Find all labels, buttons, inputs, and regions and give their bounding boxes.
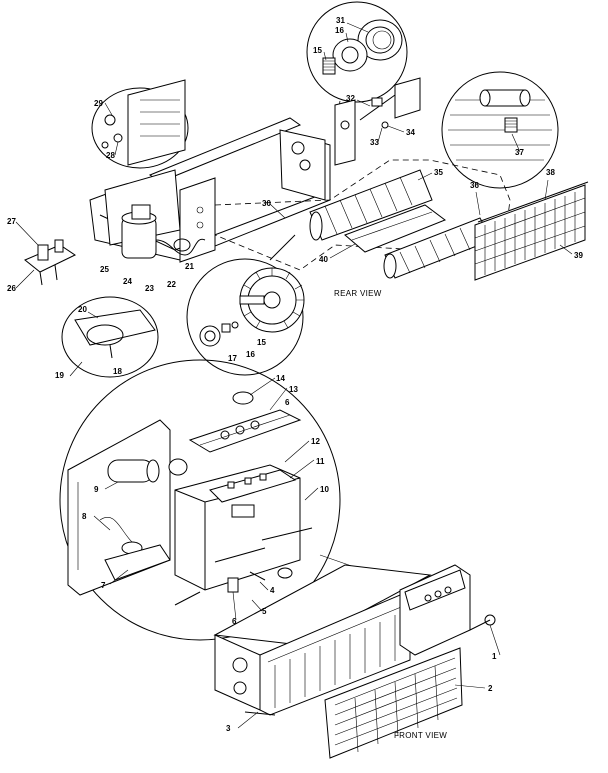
callout-3: 3 — [226, 724, 231, 733]
gasket-detail-circle — [61, 296, 159, 378]
terminal-block — [24, 239, 77, 286]
callout-4: 4 — [270, 586, 275, 595]
blower-bearing-detail-circle — [306, 1, 408, 103]
callout-9: 9 — [94, 485, 99, 494]
front-view-unit — [213, 564, 496, 759]
callout-15-top: 15 — [313, 46, 322, 55]
callout-28: 28 — [106, 151, 115, 160]
callout-36: 36 — [470, 181, 479, 190]
callout-16-hub: 16 — [246, 350, 255, 359]
blower-wheel-lower — [383, 217, 493, 279]
callout-19: 19 — [55, 371, 64, 380]
callout-2: 2 — [488, 684, 493, 693]
control-box-detail-circle — [59, 359, 341, 641]
callout-14: 14 — [276, 374, 285, 383]
callout-30: 30 — [262, 199, 271, 208]
leader-lines — [15, 22, 573, 729]
callout-13: 13 — [289, 385, 298, 394]
callout-21: 21 — [185, 262, 194, 271]
callout-7: 7 — [101, 581, 106, 590]
callout-27: 27 — [7, 217, 16, 226]
callout-6-keypad: 6 — [285, 398, 290, 407]
callout-22: 22 — [167, 280, 176, 289]
callout-16-top: 16 — [335, 26, 344, 35]
callout-26: 26 — [7, 284, 16, 293]
callout-34: 34 — [406, 128, 415, 137]
fan-hub-detail-circle — [186, 258, 305, 376]
front-view-caption: FRONT VIEW — [394, 731, 447, 740]
chassis-rear-assembly — [89, 117, 511, 271]
callout-8: 8 — [82, 512, 87, 521]
callout-29: 29 — [94, 99, 103, 108]
blower-wheel-upper — [309, 169, 433, 241]
callout-39: 39 — [574, 251, 583, 260]
shaft-detail-circle — [441, 71, 559, 189]
callout-31: 31 — [336, 16, 345, 25]
callout-25: 25 — [100, 265, 109, 274]
scroll-housing — [344, 204, 447, 253]
callout-18: 18 — [113, 367, 122, 376]
callout-12: 12 — [311, 437, 320, 446]
callout-20: 20 — [78, 305, 87, 314]
callout-1: 1 — [492, 652, 497, 661]
callout-33: 33 — [370, 138, 379, 147]
callout-10: 10 — [320, 485, 329, 494]
callout-23: 23 — [145, 284, 154, 293]
callout-15-hub: 15 — [257, 338, 266, 347]
callout-37: 37 — [515, 148, 524, 157]
condenser-coil — [474, 181, 589, 281]
switch-detail-circle — [91, 79, 189, 169]
callout-38: 38 — [546, 168, 555, 177]
callout-6-lower: 6 — [232, 617, 237, 626]
motor-bracket — [334, 77, 421, 166]
callout-5: 5 — [262, 607, 267, 616]
callout-40: 40 — [319, 255, 328, 264]
callout-24: 24 — [123, 277, 132, 286]
callout-35: 35 — [434, 168, 443, 177]
callout-11: 11 — [316, 457, 325, 466]
callout-17: 17 — [228, 354, 237, 363]
rear-view-caption: REAR VIEW — [334, 289, 382, 298]
callout-32: 32 — [346, 94, 355, 103]
